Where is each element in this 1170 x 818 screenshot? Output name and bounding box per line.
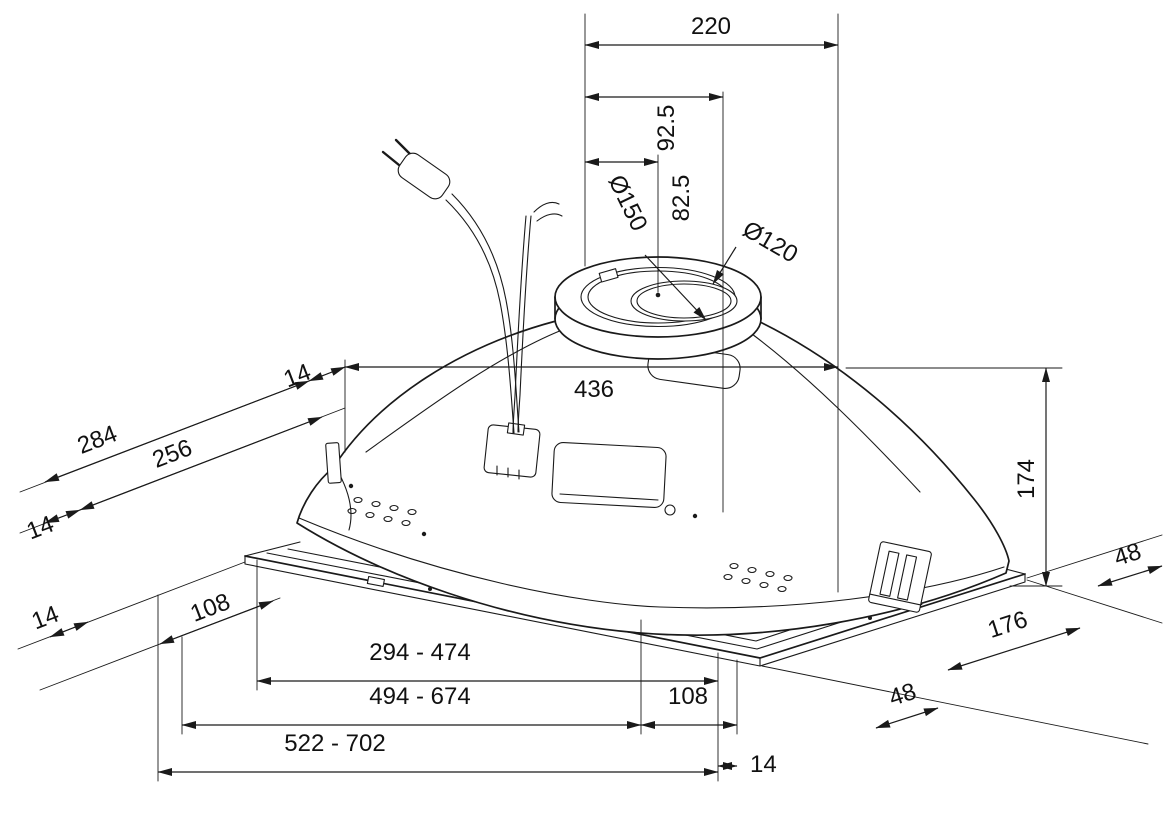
dim-label-diam-120: Ø120 [738, 216, 802, 269]
dim-line-108-a [159, 600, 274, 645]
cable-gland [506, 422, 526, 436]
plug-prong [381, 138, 412, 167]
dim-label-diam-150: Ø150 [603, 171, 653, 236]
screw [421, 531, 427, 537]
dim-line-48-a [1097, 565, 1163, 587]
dim-line-14-b [44, 509, 81, 524]
dim-label-176: 176 [984, 606, 1030, 644]
dim-label-108-a: 108 [187, 588, 234, 628]
dimension-lines [44, 41, 1163, 776]
dim-label-174: 174 [1013, 459, 1040, 499]
screw [348, 483, 354, 489]
dim-line-256 [79, 416, 323, 511]
dim-line-176 [947, 627, 1081, 671]
dim-label-220: 220 [691, 13, 731, 40]
wire-ends [533, 201, 563, 222]
leader-120 [712, 246, 737, 285]
dim-line-14-a [308, 366, 346, 382]
dim-label-14-a: 14 [280, 359, 315, 394]
dim-label-48-a: 48 [1111, 538, 1145, 572]
duct-collar [554, 256, 762, 360]
perforations-left [347, 496, 417, 527]
dim-label-14-d: 14 [750, 751, 777, 778]
dimension-labels: 220 92.5 82.5 Ø150 Ø120 436 14 284 256 1… [23, 13, 1145, 778]
dim-label-294-474: 294 - 474 [369, 639, 470, 666]
dim-line-14-c [49, 621, 89, 638]
perforations-right [723, 562, 793, 593]
mounting-bracket [868, 541, 932, 613]
collar-clip [598, 268, 619, 283]
knob [664, 504, 676, 516]
dim-label-522-702: 522 - 702 [284, 730, 385, 757]
motor-housing [551, 442, 667, 508]
rim-latch [366, 575, 385, 588]
duct-reducer-120 [630, 280, 738, 322]
dim-label-92-5: 92.5 [653, 105, 680, 152]
screw [692, 513, 698, 519]
cord [451, 193, 520, 433]
dim-label-108-b: 108 [668, 683, 708, 710]
dim-label-494-674: 494 - 674 [369, 683, 470, 710]
dim-line-48-b [875, 707, 939, 729]
center-mark [655, 292, 661, 298]
dim-label-82-5: 82.5 [668, 175, 695, 222]
dim-label-284: 284 [74, 420, 121, 460]
dim-label-48-b: 48 [886, 678, 920, 712]
dim-label-436: 436 [574, 376, 614, 403]
dim-label-14-b: 14 [23, 511, 58, 546]
dim-label-14-c: 14 [28, 601, 63, 636]
plug [397, 152, 451, 200]
left-bracket [325, 442, 342, 484]
leader-150 [644, 254, 707, 321]
